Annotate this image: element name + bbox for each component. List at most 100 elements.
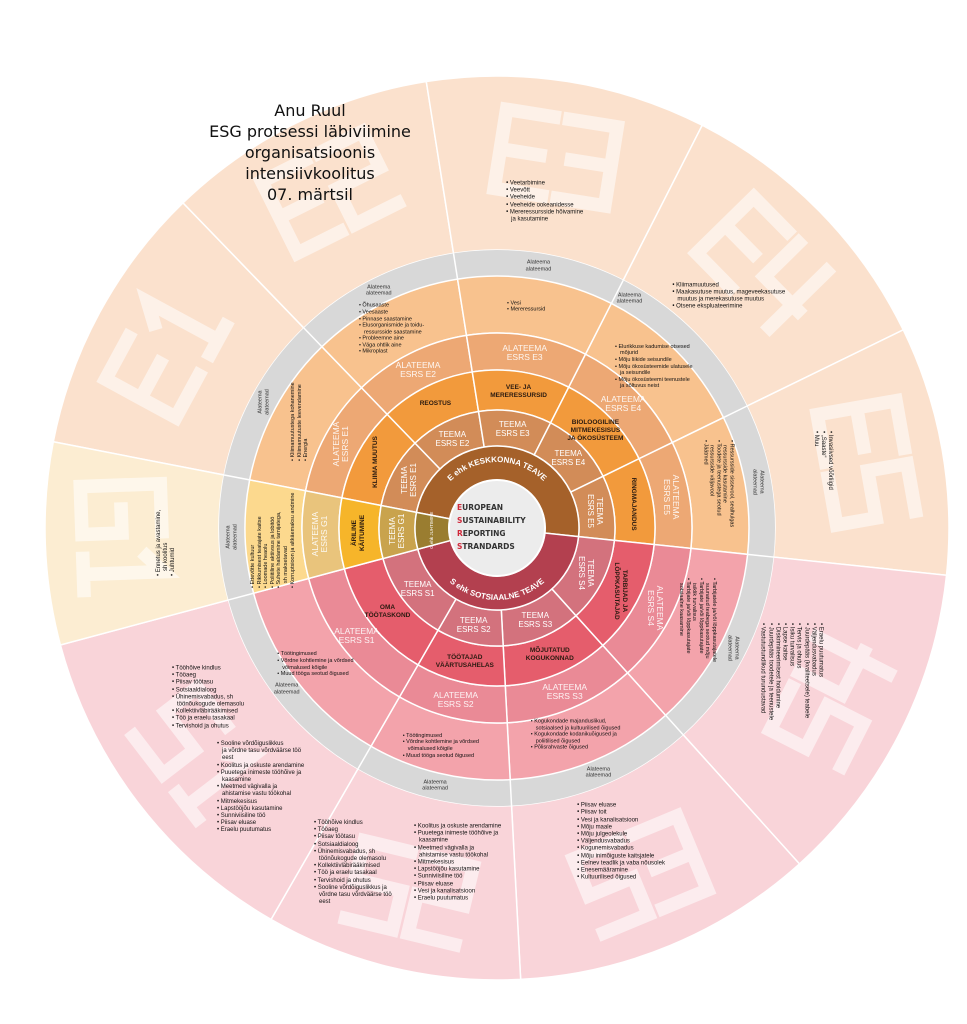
watermark-glyph	[73, 476, 169, 542]
outer-list-s2: Tööhõive kindlusTööaegPiisav töötasuSots…	[314, 820, 404, 906]
subtopic-list-e2: ÕhusaasteVeesaastePinnase saastamineElus…	[359, 303, 437, 356]
outer-item: Puuetega inimeste tööhõive ja kaasamine	[217, 770, 307, 784]
alateema-word: ALATEEMA	[600, 393, 646, 404]
subtopic-item: Õhusaaste	[359, 303, 437, 310]
teema-code: ESRS S1	[400, 588, 435, 598]
topic-line: ÄRILINE	[351, 519, 359, 546]
outer-item: Lapstööjõu kasutamine	[217, 806, 307, 813]
outer-item: Piisav töötasu	[172, 680, 252, 687]
outer-item: Töö ja eraelu tasakaal	[172, 716, 252, 723]
outer-item: Piisav eluase	[414, 881, 504, 888]
outer-item: Ühinemisvabadus, sh	[314, 849, 404, 856]
subsub-word: Alateema	[733, 636, 740, 660]
outer-item: Tööaeg	[172, 673, 252, 680]
outer-item: Meetmed vägivalla ja	[217, 784, 307, 791]
subsub-word: alateemad	[365, 290, 392, 297]
outer-item: Juurdepääs toodetele ja teenustele	[766, 623, 773, 733]
teema-word: TEEMA	[403, 579, 432, 589]
teema-code: ESRS G1	[397, 514, 407, 549]
outer-list-e3: VeetarbimineVeevõttVeeheideVeeheide ooke…	[506, 180, 591, 223]
outer-list-g1: Ennetus ja avastamine,sh koolitusJuhtumi…	[156, 504, 178, 576]
outer-item: Väljendusvabadus	[809, 623, 816, 733]
outer-item: Vesi ja kanalisatsioon	[577, 817, 677, 824]
outer-item: Juhtumid	[171, 504, 178, 576]
ring-divider	[723, 405, 748, 419]
outer-item: Veeheide ookeanidesse	[506, 202, 591, 209]
outer-item: Meetmed vägivalla ja	[414, 845, 504, 852]
outer-item: Eelnev teadlik ja vaba nõusolek	[577, 860, 677, 867]
outer-item: Eraelu puutumatus	[217, 828, 307, 835]
subtopic-item: Korruptsioon ja altkäemaksu andmine	[290, 484, 297, 588]
subtopic-item: võimalused kõigile	[282, 664, 328, 671]
topic-line: TÖÖTAJAD	[447, 654, 483, 662]
outer-item: Veevõtt	[506, 188, 591, 195]
subsub-word: Alateema	[423, 779, 447, 786]
subtopic-item: Võrdne kohtlemine ja võrdsed	[403, 739, 487, 746]
alateema-word: ALATEEMA	[395, 359, 441, 370]
outer-item: Muu	[811, 431, 818, 511]
title-course: ESG protsessi läbiviimine organisatsioon…	[209, 122, 411, 162]
subtopic-item: Kliimamuutustega kohanemine	[290, 381, 297, 461]
subtopic-item: Jäätmed	[701, 440, 708, 538]
subtopic-item: Elurikkuse kadumise otsesed mõjurid	[615, 344, 707, 357]
subtopic-list-s3: Kogukondade majanduslikud,sotsiaalsed ja…	[531, 718, 635, 751]
topic-line: KÄITUMINE	[359, 514, 367, 551]
topic-line: KOGUKONNAD	[525, 655, 574, 663]
subtopic-item: Muud tööga seotud õigused	[277, 671, 361, 678]
teema-word: TEEMA	[388, 517, 398, 546]
topic-label-e2: REOSTUS	[420, 400, 451, 408]
subtopic-item: isiklik turvalisus	[690, 582, 697, 621]
outer-item: Veeheide	[506, 195, 591, 202]
topic-line: MITMEKESISUS	[570, 427, 621, 435]
subtopic-item: Tarbijate ja/või lõppkasutajate	[697, 578, 703, 682]
title-type: intensiivkoolitus	[245, 164, 375, 183]
teema-code: ESRS E3	[495, 429, 530, 439]
teema-word: TEEMA	[459, 616, 488, 626]
topic-line: JA ÖKOSÜSTEEM	[567, 435, 624, 443]
subtopic-item: poliitilised õigused	[535, 738, 581, 745]
teema-word: TEEMA	[554, 448, 583, 458]
ring-divider	[303, 327, 323, 348]
subtopic-item: Kogukondade majanduslikud,	[531, 718, 635, 725]
subsub-word: alateemad	[525, 266, 552, 273]
outer-item: Kollektiivläbirääkimised	[172, 709, 252, 716]
alateema-code: ESRS S3	[546, 690, 583, 701]
outer-item: Tööhõive kindlus	[172, 666, 252, 673]
esrs-center-label: EUROPEAN SUSTAINABILITY REPORTING STRAND…	[447, 501, 547, 553]
subsub-word: alateemad	[585, 772, 612, 779]
outer-item: Mitmekesisus	[414, 859, 504, 866]
outer-item: ahistamise vastu töökohal	[419, 852, 489, 859]
subsub-word: Alateema	[586, 766, 611, 773]
outer-item: Lapse kaitse	[780, 623, 787, 733]
sector-code-watermark-e2	[252, 122, 407, 263]
subsub-word: alateemad	[273, 689, 300, 696]
outer-list-e4: KliimamuutusedMaakasutuse muutus, mageve…	[672, 282, 792, 311]
center-word-standards: STRANDARDS	[457, 542, 515, 551]
outer-item: Mitmekesisus	[217, 799, 307, 806]
outer-item: Mereressursside hõivamine	[506, 209, 591, 216]
outer-item: ja võrdne tasu võrdväärse töö eest	[222, 748, 302, 762]
outer-item: Piisav töötasu	[314, 834, 404, 841]
subsub-word: Alateema	[225, 525, 232, 549]
alateema-word: ALATEEMA	[334, 625, 379, 636]
subtopic-item: Elusorganismide ja toidu-	[359, 323, 437, 330]
alateema-word: ALATEEMA	[502, 343, 548, 354]
topic-line: TÖÖTASKOND	[364, 612, 411, 619]
outer-item: ja kasutamine	[511, 216, 549, 223]
watermark-glyph	[96, 327, 208, 427]
alateema-code: ESRS E3	[506, 352, 543, 363]
outer-item: Juurdepääs (kvaliteetsele) teabele	[802, 623, 809, 733]
teema-code: ESRS S2	[456, 625, 491, 635]
